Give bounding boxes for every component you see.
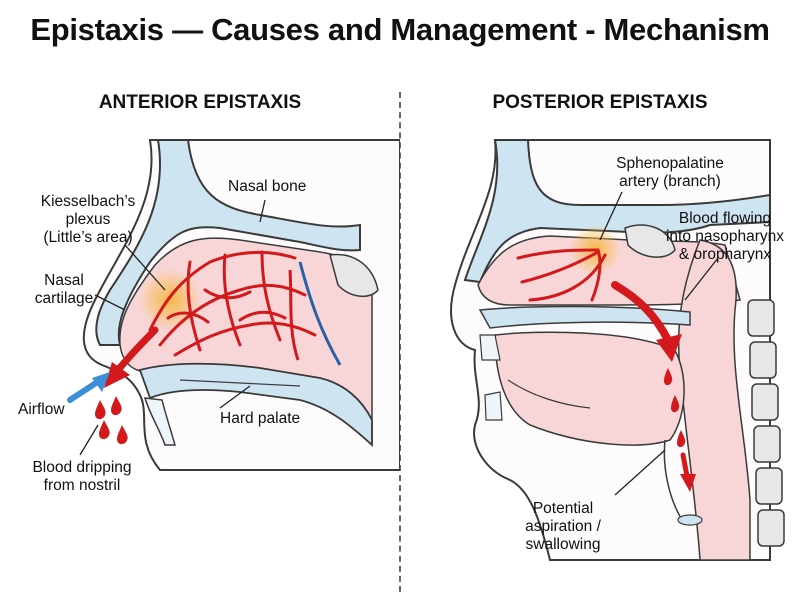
kiesselbach-hotspot: [138, 268, 202, 332]
bleed-flow-arrow: [611, 281, 672, 344]
label-sphenopalatine-line2: artery (branch): [619, 173, 721, 190]
label-airflow: Airflow: [18, 401, 65, 418]
panel-divider: [399, 92, 401, 592]
airflow-arrow: [67, 377, 103, 403]
posterior-head-illustration: [450, 139, 785, 561]
label-blood-flowing-line2: into nasopharynx: [665, 228, 785, 245]
blood-drops: [664, 368, 686, 448]
nasal-bone-band: [463, 139, 771, 284]
label-kiesselbach-line2: plexus: [65, 211, 111, 228]
label-nasal-cartilage-line1: Nasal: [44, 272, 84, 289]
label-kiesselbach-line3: (Little’s area): [43, 229, 133, 246]
label-blood-dripping-line2: from nostril: [43, 477, 121, 494]
label-kiesselbach-line1: Kiesselbach’s: [40, 193, 136, 210]
label-aspiration-line2: aspiration /: [525, 518, 601, 535]
label-aspiration-line1: Potential: [532, 500, 594, 517]
label-blood-flowing-line1: Blood flowing: [678, 210, 772, 227]
label-nasal-cartilage: Nasal cartilage: [28, 272, 100, 308]
label-blood-dripping-line1: Blood dripping: [32, 459, 132, 476]
cervical-spine: [747, 299, 785, 547]
bleed-arrow: [114, 326, 159, 374]
blood-drops: [95, 396, 128, 445]
posterior-heading: POSTERIOR EPISTAXIS: [492, 92, 708, 113]
label-nasal-bone: Nasal bone: [228, 178, 307, 195]
label-sphenopalatine-artery: Sphenopalatine artery (branch): [605, 155, 735, 191]
label-aspiration-line3: swallowing: [525, 536, 601, 553]
label-blood-flowing-line3: & oropharynx: [678, 246, 772, 263]
anterior-heading: ANTERIOR EPISTAXIS: [98, 92, 302, 113]
tongue: [494, 331, 685, 446]
hard-palate-shape: [138, 362, 373, 448]
label-sphenopalatine-line1: Sphenopalatine: [616, 155, 724, 172]
label-hard-palate: Hard palate: [220, 410, 301, 427]
sphenopalatine-artery: [516, 248, 607, 302]
label-aspiration: Potential aspiration / swallowing: [508, 500, 618, 554]
palate: [478, 305, 691, 329]
nasal-bone-shape: [95, 139, 361, 346]
label-nasal-cartilage-line2: cartilage: [34, 290, 94, 307]
vein: [298, 261, 342, 366]
diagram-title: Epistaxis — Causes and Management - Mech…: [30, 12, 770, 47]
label-blood-dripping: Blood dripping from nostril: [18, 459, 146, 495]
arterial-network: [148, 250, 317, 357]
label-kiesselbach-plexus: Kiesselbach’s plexus (Little’s area): [28, 193, 148, 247]
label-blood-flowing: Blood flowing into nasopharynx & orophar…: [658, 210, 792, 264]
anterior-nose-illustration: [67, 139, 400, 471]
